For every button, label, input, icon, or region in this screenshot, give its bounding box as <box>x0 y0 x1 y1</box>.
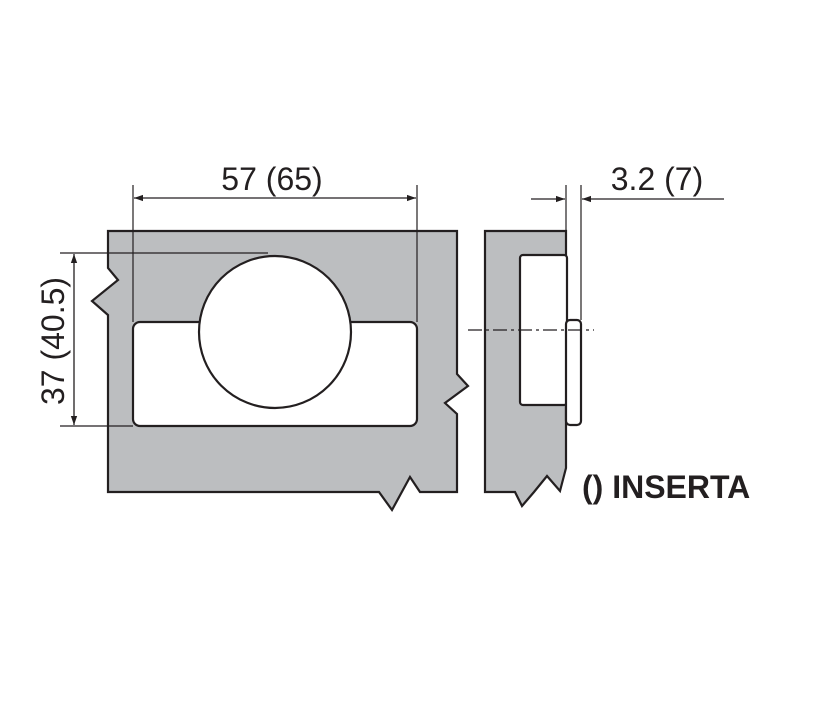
offset-dimension-label: 3.2 (7) <box>611 161 703 197</box>
width-dimension-label: 57 (65) <box>221 161 322 197</box>
legend-inserta: () INSERTA <box>582 469 750 505</box>
cup-bore-circle <box>197 254 353 410</box>
height-dimension-label: 37 (40.5) <box>35 277 71 405</box>
cup-flange <box>564 318 583 427</box>
